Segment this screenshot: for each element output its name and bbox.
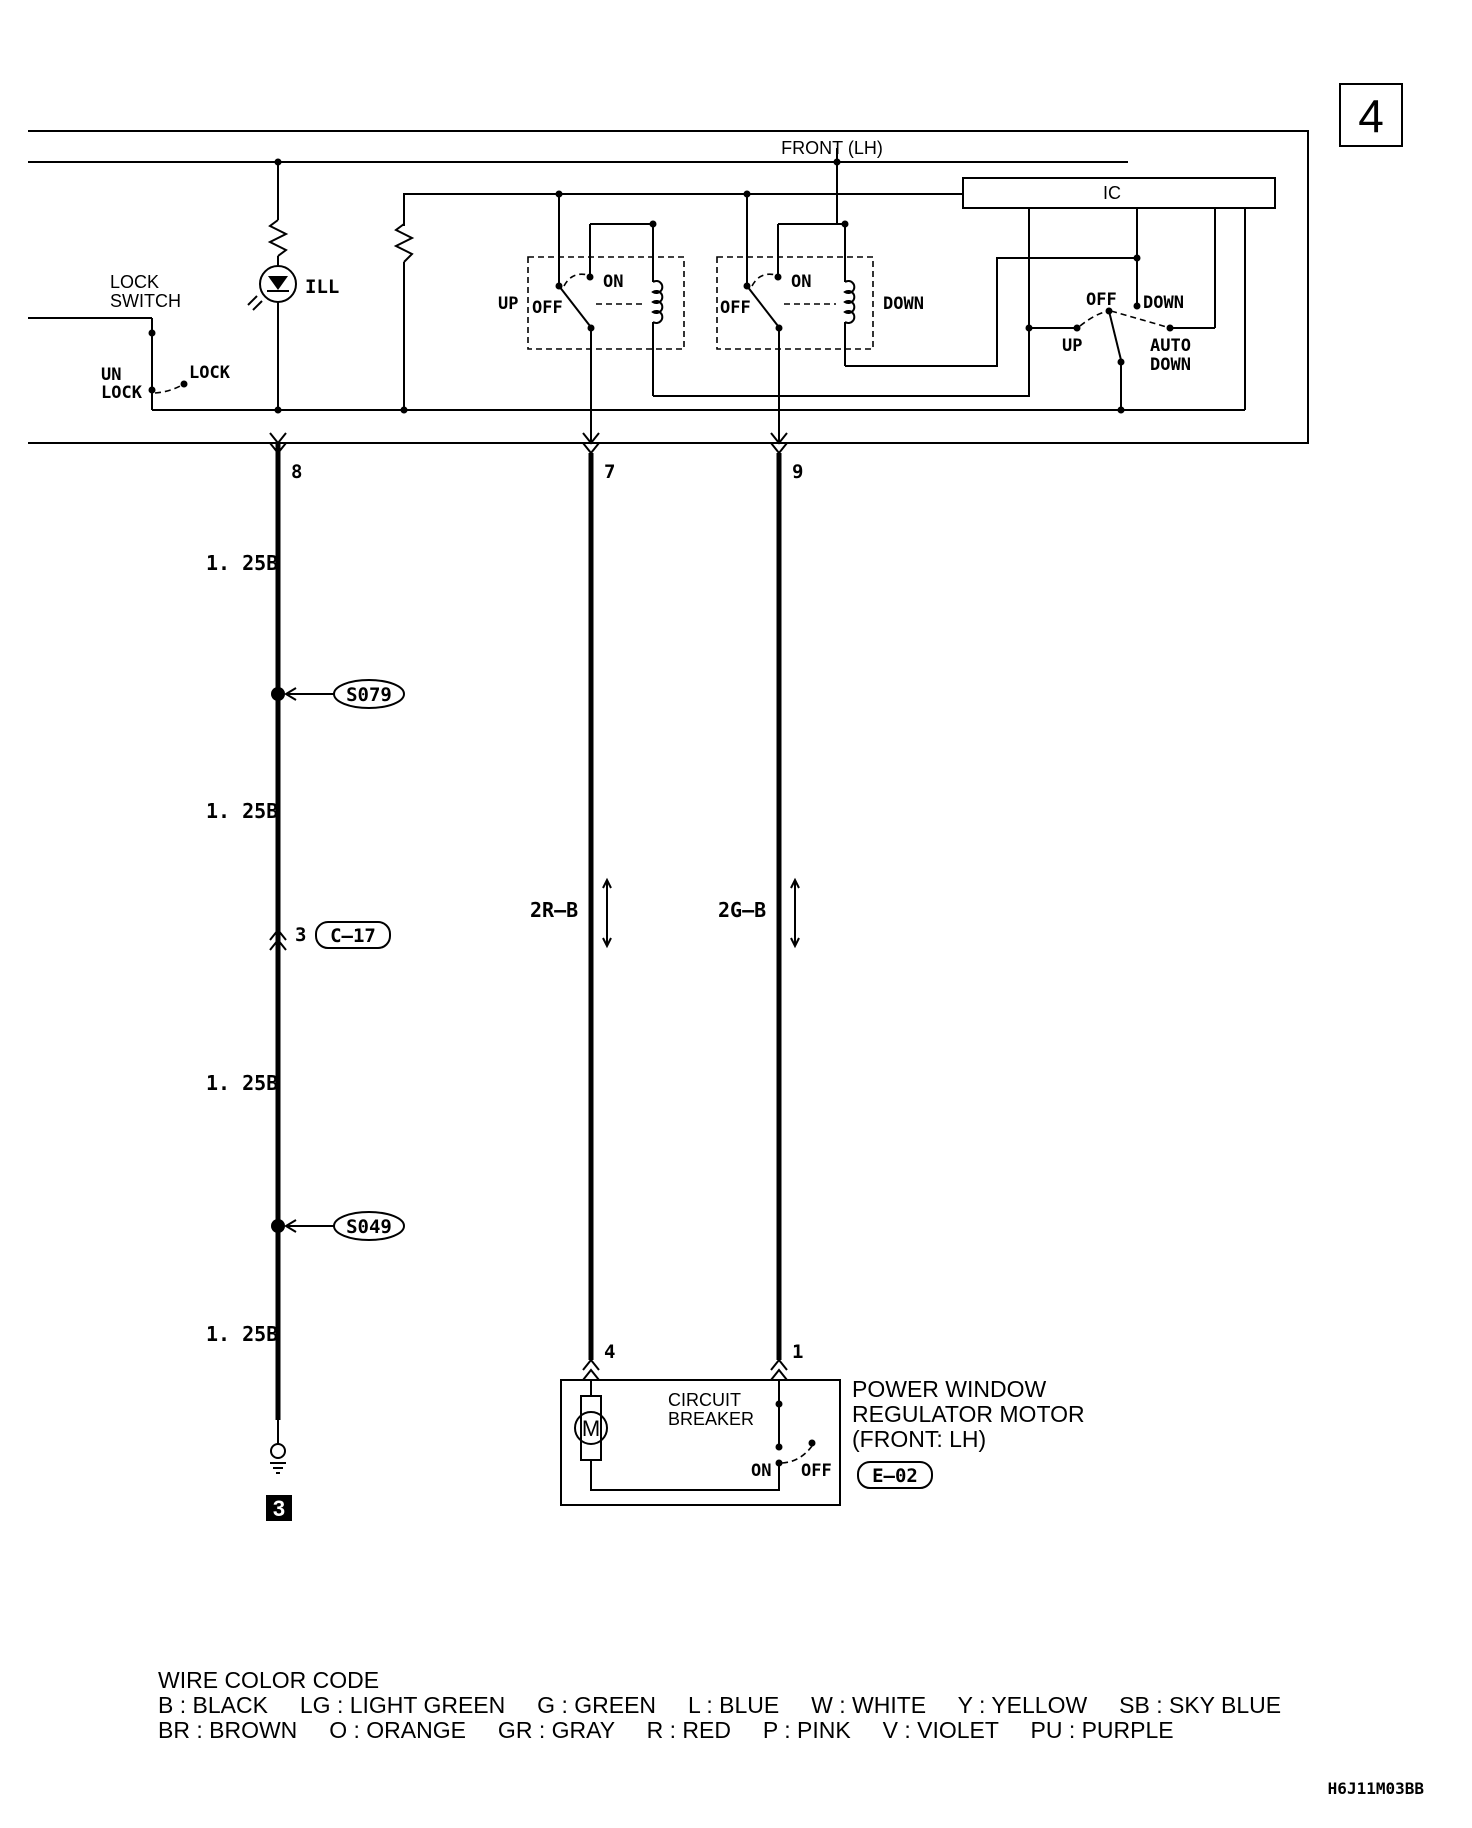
page-number-box: [1339, 83, 1403, 147]
svg-text:BREAKER: BREAKER: [668, 1409, 754, 1429]
svg-text:E–02: E–02: [872, 1465, 918, 1487]
ic-up-label: UP: [1062, 336, 1082, 356]
svg-text:REGULATOR MOTOR: REGULATOR MOTOR: [852, 1401, 1085, 1427]
page-number: 4: [1358, 90, 1384, 142]
front-lh-label: FRONT (LH): [781, 138, 883, 158]
auto-down-switch-blade: [1108, 310, 1122, 361]
down-relay-off-label: OFF: [720, 298, 751, 318]
legend-row-2: BR : BROWN O : ORANGE GR : GRAY R : RED …: [158, 1717, 1174, 1743]
diagram-code: H6J11M03BB: [1328, 1779, 1425, 1798]
up-relay-on-label: ON: [603, 272, 623, 292]
wire-label-1: 1. 25B: [206, 551, 278, 575]
connector-c17-pin: 3: [295, 924, 306, 946]
ic-down-label: DOWN: [1143, 293, 1184, 313]
connector-e02: [857, 1461, 933, 1489]
ground-reference-badge: [266, 1495, 292, 1521]
svg-text:LOCK: LOCK: [101, 383, 143, 403]
motor-symbol: M: [582, 1416, 600, 1441]
up-relay-coil: [651, 280, 664, 324]
splice-s079: [333, 679, 405, 709]
ic-label: IC: [1103, 183, 1121, 203]
svg-text:C–17: C–17: [330, 925, 376, 947]
connector-c17: [315, 921, 391, 949]
legend-row-1: B : BLACK LG : LIGHT GREEN G : GREEN L :…: [158, 1692, 1281, 1718]
splice-s079-node: [271, 687, 285, 701]
lock-label: LOCK: [189, 363, 231, 383]
wire-label-3: 1. 25B: [206, 1071, 278, 1095]
breaker-on-label: ON: [751, 1461, 771, 1481]
splice-s049-node: [271, 1219, 285, 1233]
svg-text:SWITCH: SWITCH: [110, 291, 181, 311]
wire-label-4: 1. 25B: [206, 1322, 278, 1346]
wire-label-2r-b: 2R–B: [530, 898, 578, 922]
svg-text:S049: S049: [346, 1216, 392, 1238]
lock-switch-label: LOCK: [110, 272, 159, 292]
terminal-7: 7: [604, 461, 615, 483]
terminal-1: 1: [792, 1341, 803, 1363]
down-relay: [716, 256, 874, 350]
breaker-off-label: OFF: [801, 1461, 832, 1481]
svg-text:3: 3: [273, 1496, 285, 1521]
ic-off-label: OFF: [1086, 290, 1117, 310]
svg-text:S079: S079: [346, 684, 392, 706]
terminal-8: 8: [291, 461, 302, 483]
up-relay: [527, 256, 685, 350]
ill-resistor: [267, 219, 289, 257]
motor-icon: [574, 1411, 608, 1445]
switch-unit-outline: [28, 130, 1309, 444]
terminal-4: 4: [604, 1341, 615, 1363]
ic-resistor: [393, 223, 415, 263]
svg-text:DOWN: DOWN: [1150, 355, 1191, 375]
svg-text:(FRONT: LH): (FRONT: LH): [852, 1426, 986, 1452]
legend-title: WIRE COLOR CODE: [158, 1667, 379, 1693]
motor-box: [560, 1379, 841, 1506]
circuit-breaker-label: CIRCUIT: [668, 1390, 741, 1410]
splice-s049: [333, 1211, 405, 1241]
up-label: UP: [498, 294, 518, 314]
unlock-label: UN: [101, 365, 121, 385]
ill-label: ILL: [305, 276, 339, 298]
ground-icon: [270, 1443, 286, 1459]
down-relay-on-label: ON: [791, 272, 811, 292]
wire-label-2g-b: 2G–B: [718, 898, 766, 922]
wire-label-2: 1. 25B: [206, 799, 278, 823]
terminal-9: 9: [792, 461, 803, 483]
motor-title: POWER WINDOW: [852, 1376, 1046, 1402]
down-relay-coil: [843, 280, 856, 324]
up-relay-off-label: OFF: [532, 298, 563, 318]
down-label: DOWN: [883, 294, 924, 314]
auto-down-label: AUTO: [1150, 336, 1191, 356]
